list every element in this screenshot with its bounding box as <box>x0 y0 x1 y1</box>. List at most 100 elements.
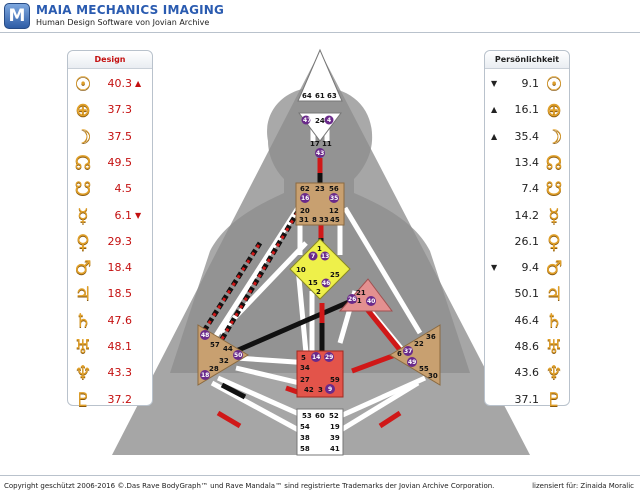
fixing-arrow-icon: ▼ <box>491 79 498 88</box>
planet-row: ☿6.1▼ <box>68 203 154 229</box>
channel-personality <box>235 295 359 354</box>
planet-row: ♄47.6 <box>68 308 154 334</box>
gate-57: 57 <box>210 341 220 349</box>
gate-46: 46 <box>322 280 330 287</box>
gate-26: 26 <box>348 296 356 303</box>
pluto-icon: ♇ <box>74 388 92 411</box>
activation-value: 13.4 <box>514 155 540 169</box>
app-subtitle: Human Design Software von Jovian Archive <box>36 18 210 27</box>
planet-row: ♂18.4 <box>68 255 154 281</box>
gate-15: 15 <box>308 279 318 287</box>
earth-icon: ⊕ <box>75 99 91 122</box>
channel-personality <box>220 382 247 400</box>
channel-inactive <box>334 375 427 421</box>
mars-icon: ♂ <box>74 257 92 280</box>
personality-panel: Persönlichkeit ☉9.1▼⊕16.1▲☽35.4▲☊13.4☋7.… <box>484 50 571 411</box>
planet-row: ⊕ 16.1 ▲ <box>485 97 571 123</box>
gate-dot <box>200 330 210 340</box>
earth-icon: ⊕ <box>546 99 562 122</box>
planet-row: ☽37.5 <box>68 124 154 150</box>
gate-53: 53 <box>302 412 312 420</box>
gate-36: 36 <box>426 333 436 341</box>
gate-24: 24 <box>315 117 325 125</box>
planet-row: ♀29.3 <box>68 229 154 255</box>
g-center <box>289 238 351 300</box>
design-panel: Design ☉40.3▲⊕37.3☽37.5☊49.5☋4.5☿6.1▼♀29… <box>67 50 154 411</box>
gate-18: 18 <box>201 372 209 379</box>
gate-56: 56 <box>329 185 339 193</box>
design-panel-title: Design <box>68 51 152 69</box>
north-node-icon: ☊ <box>545 151 563 174</box>
planet-row: ☿14.2 <box>485 203 571 229</box>
personality-panel-title: Persönlichkeit <box>485 51 569 69</box>
gate-2: 2 <box>316 288 321 296</box>
gate-16: 16 <box>301 195 309 202</box>
solar-plexus-center <box>389 324 441 386</box>
gate-3: 3 <box>318 386 323 394</box>
gate-dot <box>301 115 311 125</box>
app-logo: M <box>4 3 30 29</box>
gate-dot <box>308 251 318 261</box>
fixing-arrow-icon: ▲ <box>491 131 498 141</box>
gate-40: 40 <box>367 298 375 305</box>
gate-8: 8 <box>312 216 317 224</box>
activation-value: 48.1 <box>107 340 133 353</box>
planet-row: ⊕ 37.3 <box>68 97 154 123</box>
planet-row: ☽35.4▲ <box>485 124 571 150</box>
spleen-center <box>197 324 249 386</box>
gate-48: 48 <box>201 332 209 339</box>
activation-value: 29.3 <box>107 234 133 248</box>
moon-icon: ☽ <box>74 125 92 148</box>
planet-row: ♆ 43.3 <box>68 360 154 386</box>
neptune-icon: ♆ <box>74 362 92 385</box>
gate-33: 33 <box>319 216 329 224</box>
gate-42: 42 <box>304 386 314 394</box>
activation-value: 43.3 <box>107 366 133 380</box>
gate-50: 50 <box>234 352 242 359</box>
gate-19: 19 <box>330 423 340 431</box>
gate-34: 34 <box>300 364 310 372</box>
activation-value: 6.1 <box>114 208 133 222</box>
gate-29: 29 <box>325 354 333 361</box>
gate-10: 10 <box>296 266 306 274</box>
activation-value: 46.4 <box>514 313 540 327</box>
channel-design <box>220 207 302 340</box>
planet-row: ☊49.5 <box>68 150 154 176</box>
gate-38: 38 <box>300 434 310 442</box>
planet-row: ☋7.4 <box>485 176 571 202</box>
activation-value: 16.1 <box>514 103 540 117</box>
gate-31: 31 <box>299 216 309 224</box>
throat-center <box>295 182 345 226</box>
gate-dot <box>403 346 413 356</box>
gate-14: 14 <box>312 354 320 361</box>
sun-icon: ☉ <box>545 73 563 95</box>
planet-row: ☊ 13.4 <box>485 150 571 176</box>
activation-value: 37.3 <box>107 103 133 117</box>
gate-6: 6 <box>397 350 402 358</box>
fixing-arrow-icon: ▲ <box>491 105 498 115</box>
gate-62: 62 <box>300 185 310 193</box>
planet-row: ☋4.5 <box>68 176 154 202</box>
activation-value: 18.5 <box>107 287 133 301</box>
gate-dot <box>329 193 339 203</box>
gate-23: 23 <box>315 185 325 193</box>
planet-row: ♃50.1 <box>485 281 571 307</box>
gate-59: 59 <box>330 376 340 384</box>
gate-25: 25 <box>330 271 340 279</box>
activation-value: 9.1 <box>521 77 540 90</box>
copyright-text: Copyright geschützt 2006-2016 ©.Das Rave… <box>4 482 495 490</box>
gate-dot <box>233 350 243 360</box>
planet-row: ♂9.4▼ <box>485 255 571 281</box>
gate-1: 1 <box>317 245 322 253</box>
gate-47: 47 <box>303 117 311 124</box>
gate-28: 28 <box>209 365 219 373</box>
gate-dot <box>325 384 335 394</box>
app-footer: Copyright geschützt 2006-2016 ©.Das Rave… <box>0 475 640 497</box>
gate-20: 20 <box>300 207 310 215</box>
neptune-icon: ♆ <box>545 362 563 385</box>
activation-value: 37.1 <box>514 392 540 406</box>
gate-dot <box>366 296 376 306</box>
mars-icon: ♂ <box>545 257 563 280</box>
uranus-icon: ♅ <box>74 336 92 358</box>
pluto-icon: ♇ <box>545 388 563 411</box>
